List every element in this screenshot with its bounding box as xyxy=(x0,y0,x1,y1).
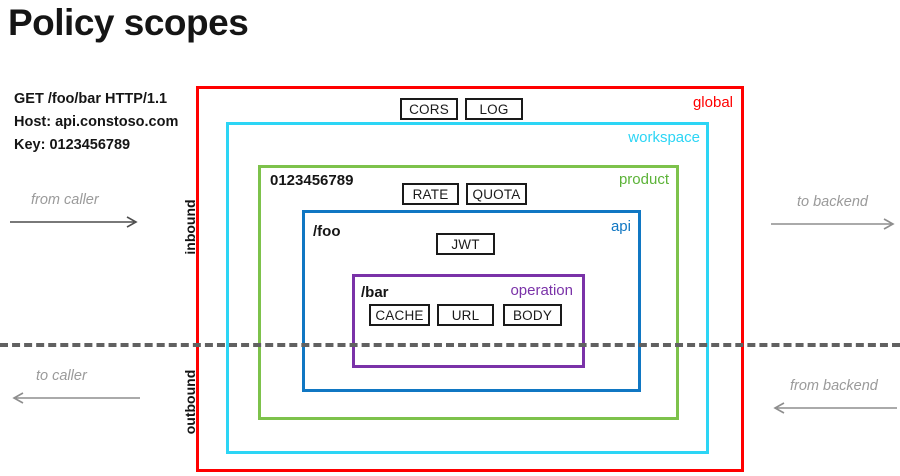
flow-label-from-backend: from backend xyxy=(790,378,878,394)
policy-chip-quota[interactable]: QUOTA xyxy=(466,183,527,205)
request-line-key: Key: 0123456789 xyxy=(14,137,131,153)
request-line-method: GET /foo/bar HTTP/1.1 xyxy=(14,91,168,107)
flow-arrow-from-caller xyxy=(10,216,138,228)
page-title: Policy scopes xyxy=(8,2,249,43)
direction-label-outbound: outbound xyxy=(182,369,198,435)
scope-label-api: api xyxy=(610,218,631,235)
flow-arrow-from-backend xyxy=(773,402,897,414)
scope-label-global: global xyxy=(692,94,733,111)
scope-path-operation: /bar xyxy=(361,284,389,301)
request-sample: GET /foo/bar HTTP/1.1 Host: api.constoso… xyxy=(14,88,178,157)
flow-arrow-to-backend xyxy=(771,218,895,230)
scope-box-global[interactable] xyxy=(196,86,744,472)
policy-chip-log[interactable]: LOG xyxy=(465,98,523,120)
scope-box-product[interactable] xyxy=(258,165,679,420)
scope-path-product: 0123456789 xyxy=(270,172,354,189)
scope-label-operation: operation xyxy=(510,282,573,299)
scope-box-api[interactable] xyxy=(302,210,641,392)
scope-path-api: /foo xyxy=(313,223,341,240)
policy-chip-url[interactable]: URL xyxy=(437,304,494,326)
policy-chip-rate[interactable]: RATE xyxy=(402,183,459,205)
flow-label-to-backend: to backend xyxy=(797,194,868,210)
policy-chip-cache[interactable]: CACHE xyxy=(369,304,430,326)
scope-label-workspace: workspace xyxy=(628,129,700,146)
policy-chip-jwt[interactable]: JWT xyxy=(436,233,495,255)
scope-box-operation[interactable] xyxy=(352,274,585,368)
flow-label-to-caller: to caller xyxy=(36,368,87,384)
flow-arrow-to-caller xyxy=(12,392,140,404)
flow-label-from-caller: from caller xyxy=(31,192,99,208)
policy-chip-cors[interactable]: CORS xyxy=(400,98,458,120)
scope-label-product: product xyxy=(618,171,669,188)
policy-chip-body[interactable]: BODY xyxy=(503,304,562,326)
scope-box-workspace[interactable] xyxy=(226,122,709,454)
request-line-host: Host: api.constoso.com xyxy=(14,114,179,130)
direction-label-inbound: inbound xyxy=(182,199,198,255)
inbound-outbound-divider xyxy=(0,343,900,347)
